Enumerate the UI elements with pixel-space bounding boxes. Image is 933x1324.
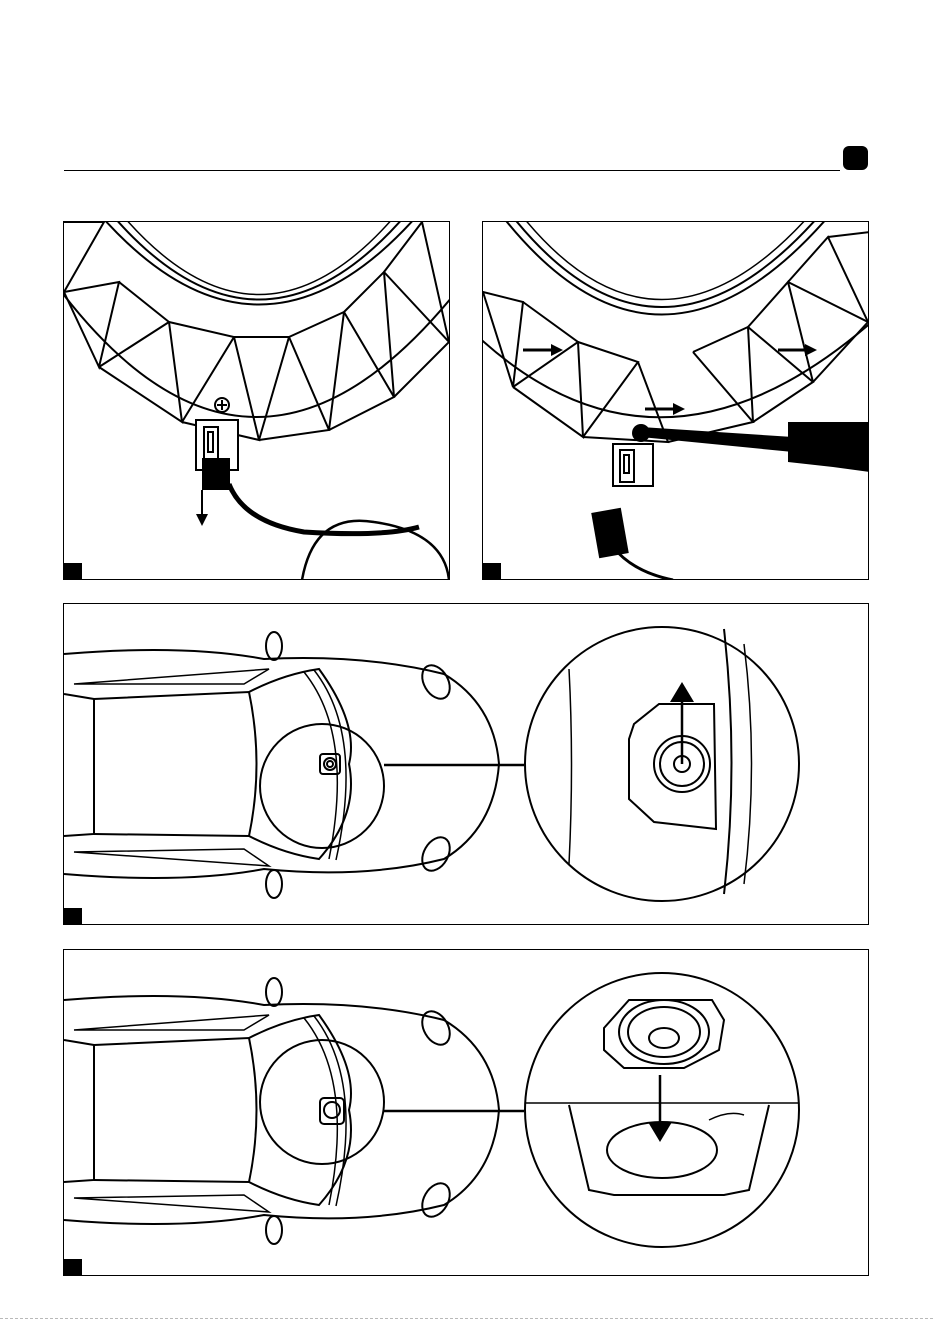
mirror-left [266, 978, 282, 1006]
grille-tooth [64, 282, 119, 367]
grille-outer-edge [483, 312, 869, 417]
figure-marker [483, 563, 501, 579]
figure-marker [64, 563, 82, 579]
figure-1 [63, 221, 450, 580]
figure-marker [64, 1259, 82, 1275]
screwdriver-handle [788, 422, 869, 472]
mirror-right [266, 870, 282, 898]
mirror-left [266, 632, 282, 660]
detail-circle-large [525, 973, 799, 1247]
section-tab [843, 146, 868, 170]
figure-3 [63, 603, 869, 925]
page-edge-line [0, 1318, 933, 1319]
detail-circle-small [260, 1040, 384, 1164]
header-rule [64, 170, 840, 171]
detail-circle-small [260, 724, 384, 848]
figure-marker [64, 908, 82, 924]
right-arrow-icon [805, 344, 817, 356]
figure-2 [482, 221, 869, 580]
detail-circle-large [525, 627, 799, 901]
screwdriver-tip [632, 424, 650, 442]
headlight-left [417, 660, 456, 703]
headlight-right [417, 832, 456, 875]
figure-4 [63, 949, 869, 1276]
up-arrow-icon [670, 682, 694, 702]
plug-connector [202, 458, 230, 490]
screwdriver-illustration [483, 222, 869, 580]
down-arrow-icon [196, 514, 208, 526]
right-arrow-icon [673, 403, 685, 415]
mirror-right [266, 1216, 282, 1244]
speaker-removal-illustration [64, 950, 869, 1276]
speaker-rim-inner [114, 222, 404, 300]
grille-outer-edge [64, 282, 450, 417]
car-speaker-location-illustration [64, 604, 869, 925]
speaker-connector-illustration [64, 222, 450, 580]
down-arrow-icon [648, 1122, 672, 1142]
speaker-rim [102, 222, 416, 305]
plug-connector [591, 508, 629, 559]
